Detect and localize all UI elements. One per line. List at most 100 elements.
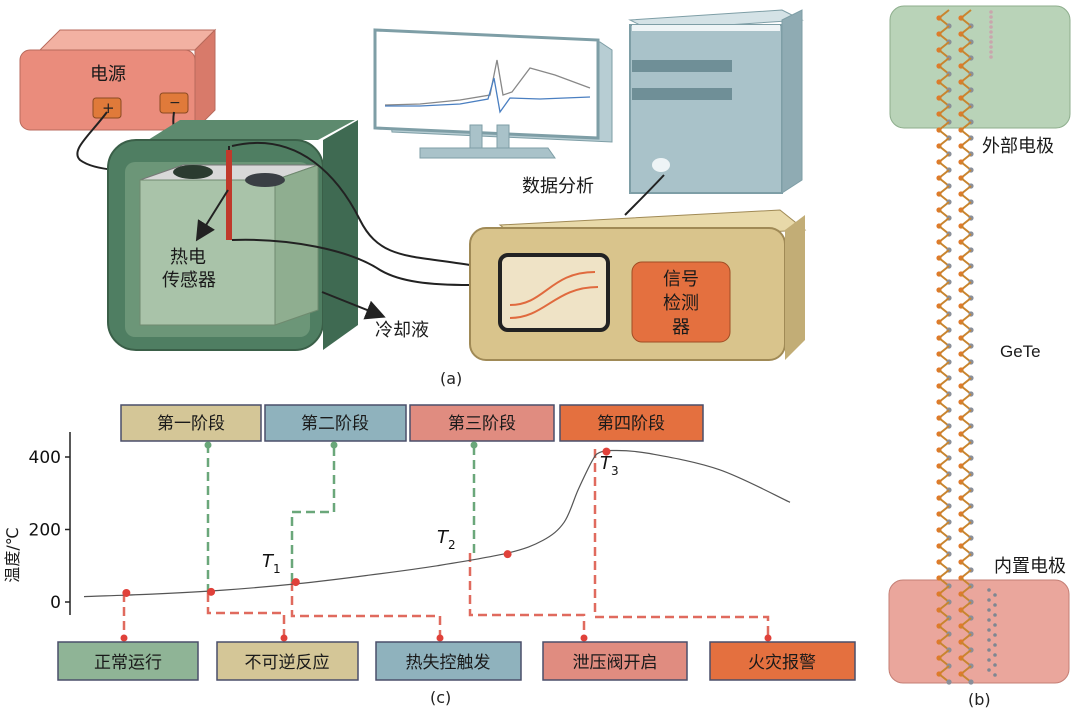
curve-marker-3 (503, 550, 512, 559)
top-electrode-block (889, 5, 1071, 129)
event-normal-label: 正常运行 (94, 653, 162, 673)
connector-fire (593, 449, 770, 637)
connector-valve (468, 553, 586, 637)
event-valve-label: 泄压阀开启 (573, 653, 658, 673)
electrode-atom (993, 673, 997, 677)
power-supply: 电源 + − (19, 28, 217, 132)
electrode-atom (989, 20, 993, 24)
electrode-atom (989, 15, 993, 19)
stage-4-label: 第四阶段 (597, 414, 665, 434)
temperature-curve (83, 449, 791, 598)
data-cable (624, 174, 665, 216)
stage-4-box (559, 404, 704, 442)
detector-panel (631, 261, 731, 343)
event-runaway-label: 热失控触发 (406, 653, 491, 673)
sensor-arrow (195, 189, 229, 242)
event-fire-label: 火灾报警 (748, 653, 816, 673)
stage-3-label: 第三阶段 (448, 414, 516, 434)
electrode-atom (993, 633, 997, 637)
connector-runaway (290, 582, 442, 637)
electrode-atom (987, 658, 991, 662)
signal-detector: 信号 检测 器 (469, 209, 807, 361)
bottom-electrode-label: 内置电极 (994, 556, 1066, 577)
electrode-atom (993, 593, 997, 597)
coolant-arrow (321, 291, 386, 320)
electrode-atom (989, 10, 993, 14)
stage-3-box (409, 404, 555, 442)
electrode-atom (989, 40, 993, 44)
event-fire-box (709, 641, 856, 681)
electrode-atom (987, 638, 991, 642)
stage-1-box (120, 404, 262, 442)
computer-tower (628, 9, 804, 194)
detector-label-line2: 检测 (663, 293, 699, 314)
event-runaway-box (375, 641, 522, 681)
gete-chains (936, 9, 997, 685)
electrode-atom (989, 25, 993, 29)
detector-screen (498, 253, 610, 332)
panel-a: 电源 + − 热电 传感器 冷 (19, 9, 807, 388)
caption-a: (a) (440, 369, 462, 388)
monitor (373, 28, 613, 159)
curve-marker-2 (291, 578, 300, 587)
y-tick-label-0: 0 (50, 593, 61, 613)
stage-1-label: 第一阶段 (157, 414, 225, 434)
electrode-atom (993, 653, 997, 657)
analysis-label: 数据分析 (522, 176, 594, 197)
event-irrev-label: 不可逆反应 (245, 653, 330, 673)
stage-2-box (264, 404, 407, 442)
y-axis-label: 温度/℃ (3, 527, 22, 582)
bottom-electrode-block (888, 579, 1070, 684)
connector-stage-2 (290, 445, 336, 582)
te-atom (946, 679, 952, 685)
caption-c: (c) (430, 688, 451, 707)
monitor-trace-gray (384, 59, 591, 106)
minus-sign: − (169, 95, 181, 111)
signal-cable-2 (231, 238, 471, 286)
power-label: 电源 (90, 64, 126, 85)
point-label-t1: T1 (262, 551, 281, 576)
electrode-atom (989, 45, 993, 49)
thermoelectric-probe (226, 150, 232, 240)
power-button (652, 158, 670, 172)
electrode-atom (989, 35, 993, 39)
battery-terminal-negative (245, 173, 285, 187)
electrode-atom (987, 648, 991, 652)
coolant-label: 冷却液 (375, 320, 429, 341)
event-normal-box (57, 641, 199, 681)
plus-sign: + (102, 99, 115, 117)
y-ticks: 0 200 400 (29, 448, 70, 613)
monitor-trace-blue (385, 77, 591, 114)
point-label-t2: T2 (437, 527, 456, 552)
sensor-label-line1: 热电 (170, 247, 206, 268)
electrode-atom (993, 623, 997, 627)
panel-b: 外部电极 GeTe 内置电极 (b) (888, 5, 1071, 709)
y-tick-label-1: 200 (29, 521, 61, 541)
curve-marker-1 (207, 587, 216, 596)
panel-c: 第一阶段 第二阶段 第三阶段 第四阶段 0 200 400 温度/℃ (3, 404, 856, 707)
event-valve-box (542, 641, 688, 681)
point-label-t3: T3 (600, 453, 619, 478)
y-tick-label-2: 400 (29, 448, 61, 468)
electrode-atom (987, 608, 991, 612)
electrode-atom (989, 55, 993, 59)
curve-marker-0 (122, 588, 131, 597)
detector-label-line3: 器 (672, 317, 690, 338)
sensor-label-line2: 传感器 (162, 270, 216, 291)
te-atom (968, 679, 974, 685)
curve-marker-4 (602, 447, 611, 456)
battery-cell (139, 146, 319, 326)
top-electrode-label: 外部电极 (982, 136, 1054, 157)
stage-connectors (204, 441, 478, 593)
electrode-atom (987, 598, 991, 602)
curve-markers (122, 447, 611, 597)
detector-label-line1: 信号 (663, 269, 699, 290)
signal-cable-1 (231, 141, 471, 266)
event-connectors (120, 449, 772, 642)
electrode-atom (989, 30, 993, 34)
stage-2-label: 第二阶段 (301, 414, 369, 434)
positive-terminal (92, 97, 122, 119)
connector-irrev (206, 593, 286, 637)
caption-b: (b) (968, 690, 991, 709)
